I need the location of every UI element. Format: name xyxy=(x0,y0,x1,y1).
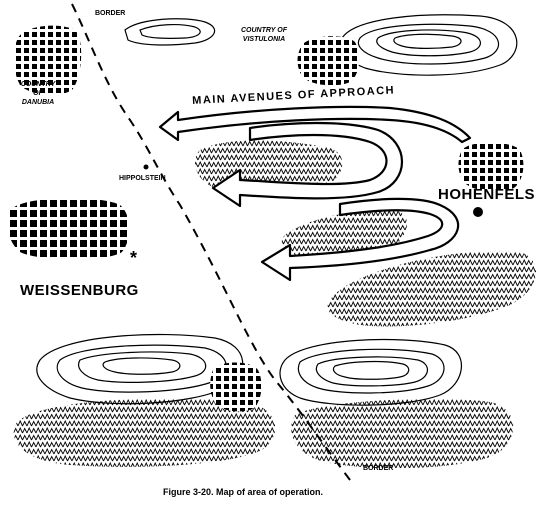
hippolstein-town-dot xyxy=(143,164,149,170)
hohenfels-town-dot xyxy=(473,207,483,217)
country-danubia-label: COUNTRY OF DANUBIA xyxy=(20,81,56,106)
hohenfels-label: HOHENFELS xyxy=(438,186,536,203)
weissenburg-label: WEISSENBURG xyxy=(20,282,139,299)
avenues-of-approach xyxy=(158,105,472,282)
hippolstein-label: HIPPOLSTEIN xyxy=(119,175,166,182)
figure-caption: Figure 3-20. Map of area of operation. xyxy=(163,487,324,497)
border-label-bottom: BORDER xyxy=(363,465,394,472)
hills-contours xyxy=(36,14,518,406)
weissenburg-capital-star: * xyxy=(130,248,137,268)
international-border xyxy=(71,3,351,481)
country-vistulonia-label: COUNTRY OF VISTULONIA xyxy=(240,27,288,43)
border-label-top: BORDER xyxy=(95,10,126,17)
urban-areas xyxy=(7,25,524,412)
